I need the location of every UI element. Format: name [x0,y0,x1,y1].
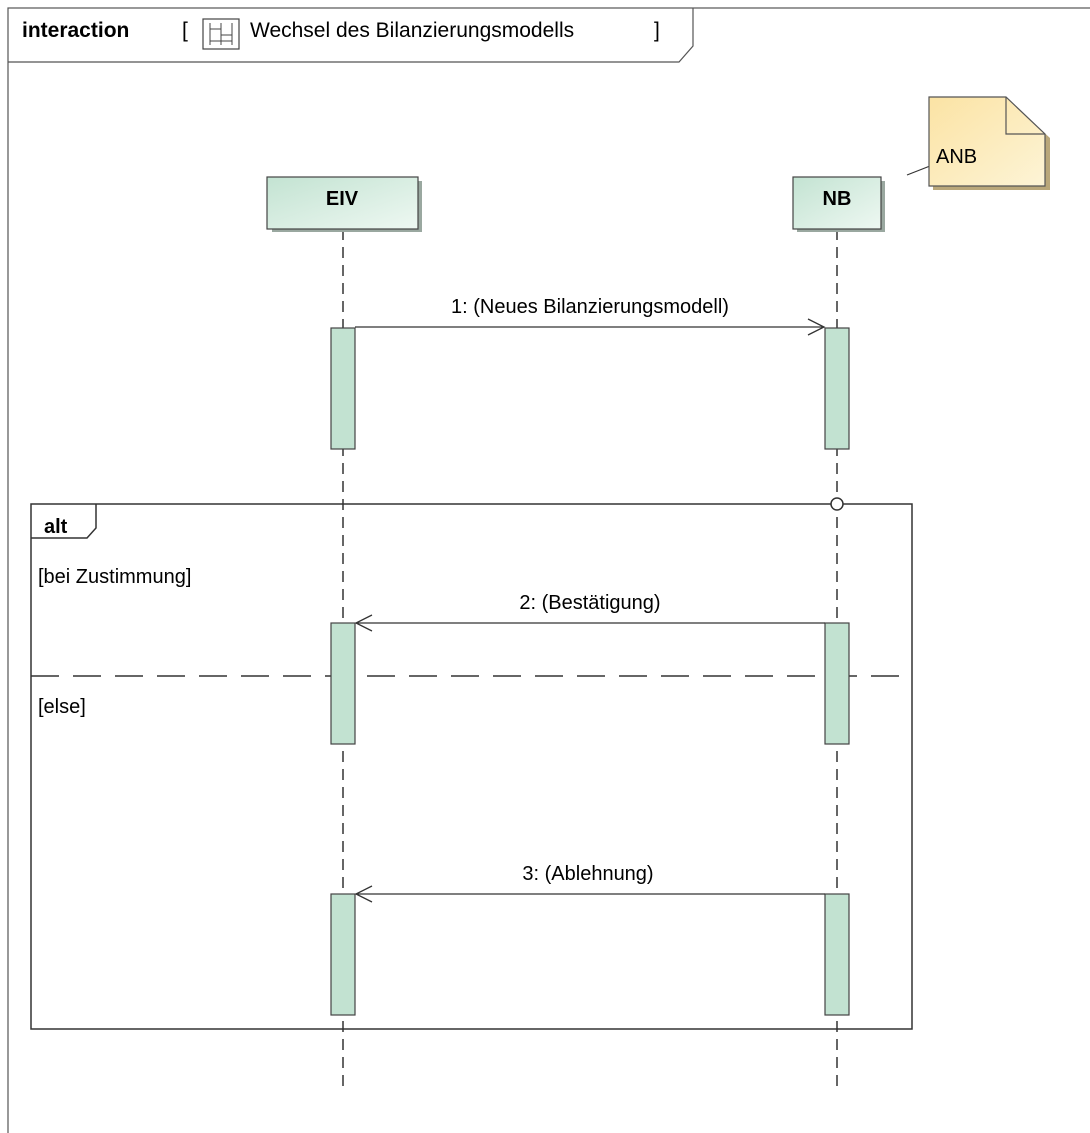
message-1: 1: (Neues Bilanzierungsmodell) [355,296,826,336]
lifeline-nb-label: NB [823,188,852,210]
message-1-label: 1: (Neues Bilanzierungsmodell) [451,296,729,318]
note-anb-label: ANB [936,146,977,168]
interaction-frame: interaction [ Wechsel des Bilanzierungsm… [7,7,1090,1133]
message-2-label: 2: (Bestätigung) [519,592,660,614]
activation-eiv-1 [330,327,356,450]
interaction-diagram-icon [202,18,240,50]
lifeline-nb-head: NB [792,176,885,232]
fragment-gate [830,497,844,511]
alt-guard-bei-zustimmung: [bei Zustimmung] [38,566,191,588]
activation-nb-1 [824,327,850,450]
frame-keyword: interaction [22,19,129,42]
activation-eiv-3 [330,893,356,1016]
message-2: 2: (Bestätigung) [354,592,825,632]
frame-open-bracket: [ [182,19,188,42]
lifeline-eiv-head: EIV [266,176,422,232]
lifeline-eiv-label: EIV [326,188,359,210]
note-anb: ANB [906,96,1050,190]
activation-eiv-2 [330,622,356,745]
alt-operator: alt [44,516,68,538]
activation-nb-3 [824,893,850,1016]
message-3: 3: (Ablehnung) [354,863,825,903]
frame-close-bracket: ] [654,19,660,42]
message-3-label: 3: (Ablehnung) [522,863,653,885]
alt-fragment: alt [bei Zustimmung] [else] [30,497,913,1030]
frame-title: Wechsel des Bilanzierungsmodells [250,19,574,42]
activation-nb-2 [824,622,850,745]
alt-guard-else: [else] [38,696,86,718]
